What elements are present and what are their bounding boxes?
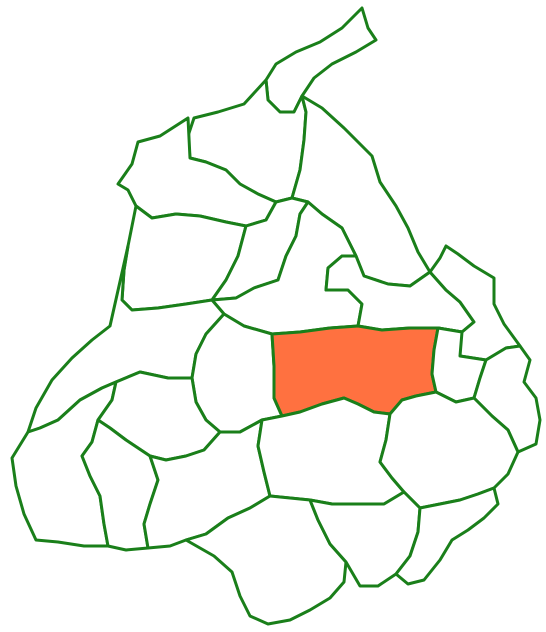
district-20[interactable] [378, 390, 520, 510]
district-23[interactable] [394, 486, 500, 586]
district-layer [10, 6, 542, 626]
district-1[interactable] [264, 6, 378, 114]
district-17[interactable] [80, 418, 160, 552]
district-21[interactable] [184, 494, 348, 626]
